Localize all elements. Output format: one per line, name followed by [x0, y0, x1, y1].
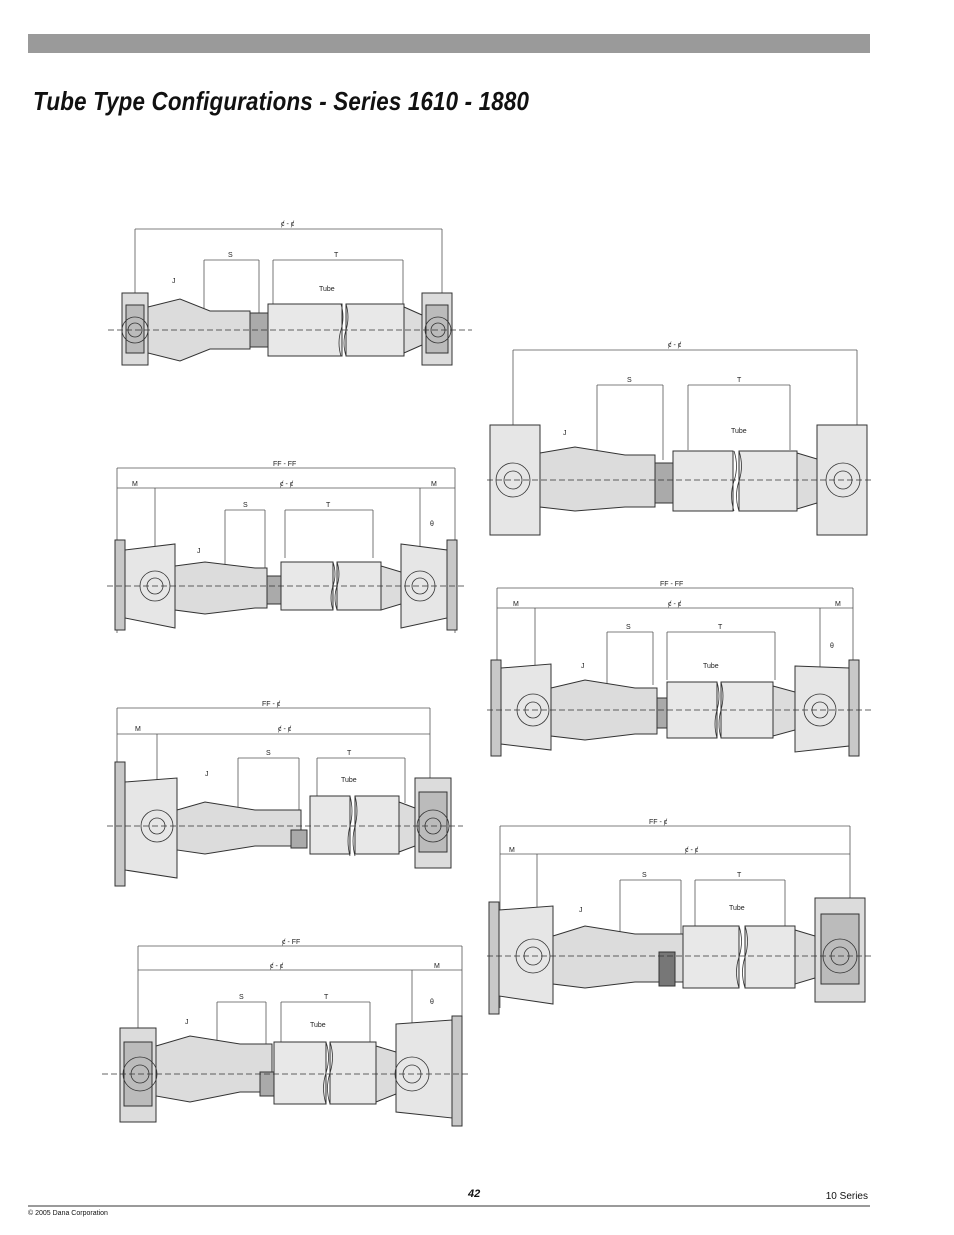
flange-yoke-label: FF - ȼ: [262, 701, 281, 708]
slip-yoke-label: J: [197, 548, 201, 555]
driveshaft-drawing-3: FF - FF ȼ - ȼ M M S T J θ: [107, 461, 467, 633]
tube-length-label: T: [737, 377, 742, 384]
overall-length-label: ȼ - ȼ: [270, 963, 284, 970]
m-right-label: M: [835, 601, 841, 608]
tube-length-label: T: [347, 750, 352, 757]
overall-length-label: ȼ - ȼ: [685, 847, 699, 854]
header-bar: [28, 34, 870, 53]
slip-length-label: S: [627, 377, 632, 384]
m-left-label: M: [513, 601, 519, 608]
copyright-notice: © 2005 Dana Corporation: [28, 1210, 108, 1217]
footer-rule: [28, 1205, 870, 1207]
slip-yoke-label: J: [579, 907, 583, 914]
tube-length-label: T: [326, 502, 331, 509]
flange-flange-label: FF - FF: [273, 461, 296, 468]
tube-length-label: T: [324, 994, 329, 1001]
theta-angle-label: θ: [830, 643, 834, 650]
driveshaft-drawing-4: FF - FF ȼ - ȼ M M S T J Tube θ: [487, 581, 873, 757]
slip-yoke-label: J: [563, 430, 567, 437]
overall-length-label: ȼ - ȼ: [278, 726, 292, 733]
slip-length-label: S: [243, 502, 248, 509]
theta-angle-label: θ: [430, 521, 434, 528]
tube-length-label: T: [718, 624, 723, 631]
overall-length-label: ȼ - ȼ: [281, 221, 295, 228]
tube-label: Tube: [341, 777, 357, 784]
yoke-flange-label: ȼ - FF: [282, 939, 300, 946]
slip-length-label: S: [642, 872, 647, 879]
tube-label: Tube: [310, 1022, 326, 1029]
slip-yoke-label: J: [581, 663, 585, 670]
driveshaft-drawing-5: FF - ȼ ȼ - ȼ M S T J Tube: [107, 701, 463, 887]
page-number: 42: [468, 1188, 481, 1200]
tube-label: Tube: [703, 663, 719, 670]
m-left-label: M: [135, 726, 141, 733]
tube-length-label: T: [737, 872, 742, 879]
m-left-label: M: [509, 847, 515, 854]
driveshaft-drawing-1: ȼ - ȼ S T J Tube: [108, 221, 472, 366]
theta-angle-label: θ: [430, 999, 434, 1006]
page-title: Tube Type Configurations - Series 1610 -…: [33, 86, 530, 116]
driveshaft-drawing-6: FF - ȼ ȼ - ȼ M S T J Tube: [487, 819, 873, 1015]
slip-length-label: S: [228, 252, 233, 259]
overall-length-label: ȼ - ȼ: [668, 342, 682, 349]
overall-length-label: ȼ - ȼ: [668, 601, 682, 608]
tube-label: Tube: [729, 905, 745, 912]
tube-label: Tube: [731, 428, 747, 435]
m-right-label: M: [434, 963, 440, 970]
driveshaft-drawing-7: ȼ - FF ȼ - ȼ M S T J Tube θ: [102, 939, 468, 1127]
slip-yoke-label: J: [185, 1019, 189, 1026]
m-left-label: M: [132, 481, 138, 488]
flange-yoke-label: FF - ȼ: [649, 819, 668, 826]
slip-length-label: S: [239, 994, 244, 1001]
driveshaft-drawing-2: ȼ - ȼ S T J Tube: [487, 342, 873, 536]
flange-flange-label: FF - FF: [660, 581, 683, 588]
slip-length-label: S: [266, 750, 271, 757]
m-right-label: M: [431, 481, 437, 488]
slip-yoke-label: J: [172, 278, 176, 285]
series-label: 10 Series: [825, 1191, 868, 1202]
slip-length-label: S: [626, 624, 631, 631]
tube-length-label: T: [334, 252, 339, 259]
overall-length-label: ȼ - ȼ: [280, 481, 294, 488]
slip-yoke-label: J: [205, 771, 209, 778]
tube-label: Tube: [319, 286, 335, 293]
